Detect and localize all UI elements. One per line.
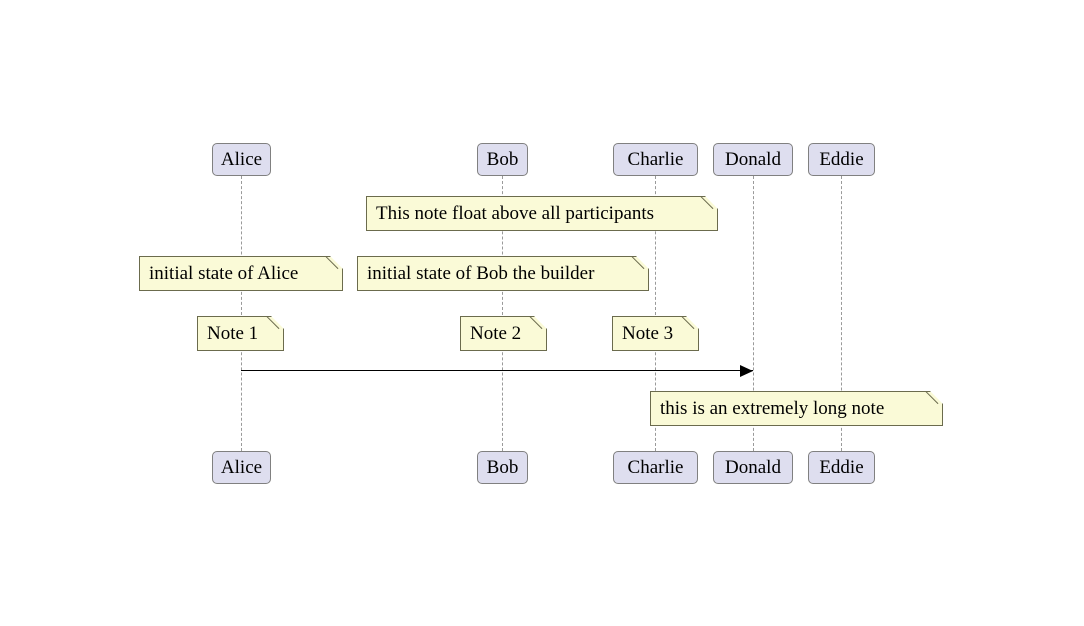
note-initial-state-of-bob[interactable]: initial state of Bob the builder <box>357 256 649 291</box>
note-fold-icon <box>534 316 547 329</box>
message-arrowhead-alice-donald <box>740 365 753 377</box>
note-2[interactable]: Note 2 <box>460 316 547 351</box>
note-text: initial state of Bob the builder <box>367 263 595 284</box>
participant-header-eddie[interactable]: Eddie <box>808 143 875 176</box>
participant-header-alice[interactable]: Alice <box>212 143 271 176</box>
participant-footer-eddie[interactable]: Eddie <box>808 451 875 484</box>
note-text: Note 2 <box>470 323 522 344</box>
participant-footer-bob[interactable]: Bob <box>477 451 528 484</box>
participant-label: Eddie <box>819 457 864 478</box>
participant-label: Eddie <box>819 149 864 170</box>
note-text: Note 1 <box>207 323 259 344</box>
participant-footer-alice[interactable]: Alice <box>212 451 271 484</box>
participant-label: Bob <box>486 149 519 170</box>
message-line-alice-donald <box>241 370 753 371</box>
lifeline-eddie <box>841 176 842 451</box>
participant-footer-charlie[interactable]: Charlie <box>613 451 698 484</box>
participant-label: Bob <box>486 457 519 478</box>
note-float-above-all-participants[interactable]: This note float above all participants <box>366 196 718 231</box>
participant-label: Alice <box>220 149 263 170</box>
note-fold-icon <box>686 316 699 329</box>
participant-label: Charlie <box>627 457 684 478</box>
participant-header-bob[interactable]: Bob <box>477 143 528 176</box>
note-fold-icon <box>636 256 649 269</box>
participant-footer-donald[interactable]: Donald <box>713 451 793 484</box>
participant-header-charlie[interactable]: Charlie <box>613 143 698 176</box>
note-text: initial state of Alice <box>149 263 299 284</box>
note-fold-icon <box>705 196 718 209</box>
lifeline-donald <box>753 176 754 451</box>
note-extremely-long[interactable]: this is an extremely long note <box>650 391 943 426</box>
note-1[interactable]: Note 1 <box>197 316 284 351</box>
participant-label: Donald <box>725 149 781 170</box>
lifeline-alice <box>241 176 242 451</box>
note-text: This note float above all participants <box>376 203 655 224</box>
lifeline-bob <box>502 176 503 451</box>
note-fold-icon <box>930 391 943 404</box>
note-text: Note 3 <box>622 323 674 344</box>
lifeline-charlie <box>655 176 656 451</box>
note-text: this is an extremely long note <box>660 398 885 419</box>
participant-label: Donald <box>725 457 781 478</box>
note-fold-icon <box>271 316 284 329</box>
participant-label: Alice <box>220 457 263 478</box>
note-initial-state-of-alice[interactable]: initial state of Alice <box>139 256 343 291</box>
participant-label: Charlie <box>627 149 684 170</box>
note-fold-icon <box>330 256 343 269</box>
participant-header-donald[interactable]: Donald <box>713 143 793 176</box>
note-3[interactable]: Note 3 <box>612 316 699 351</box>
